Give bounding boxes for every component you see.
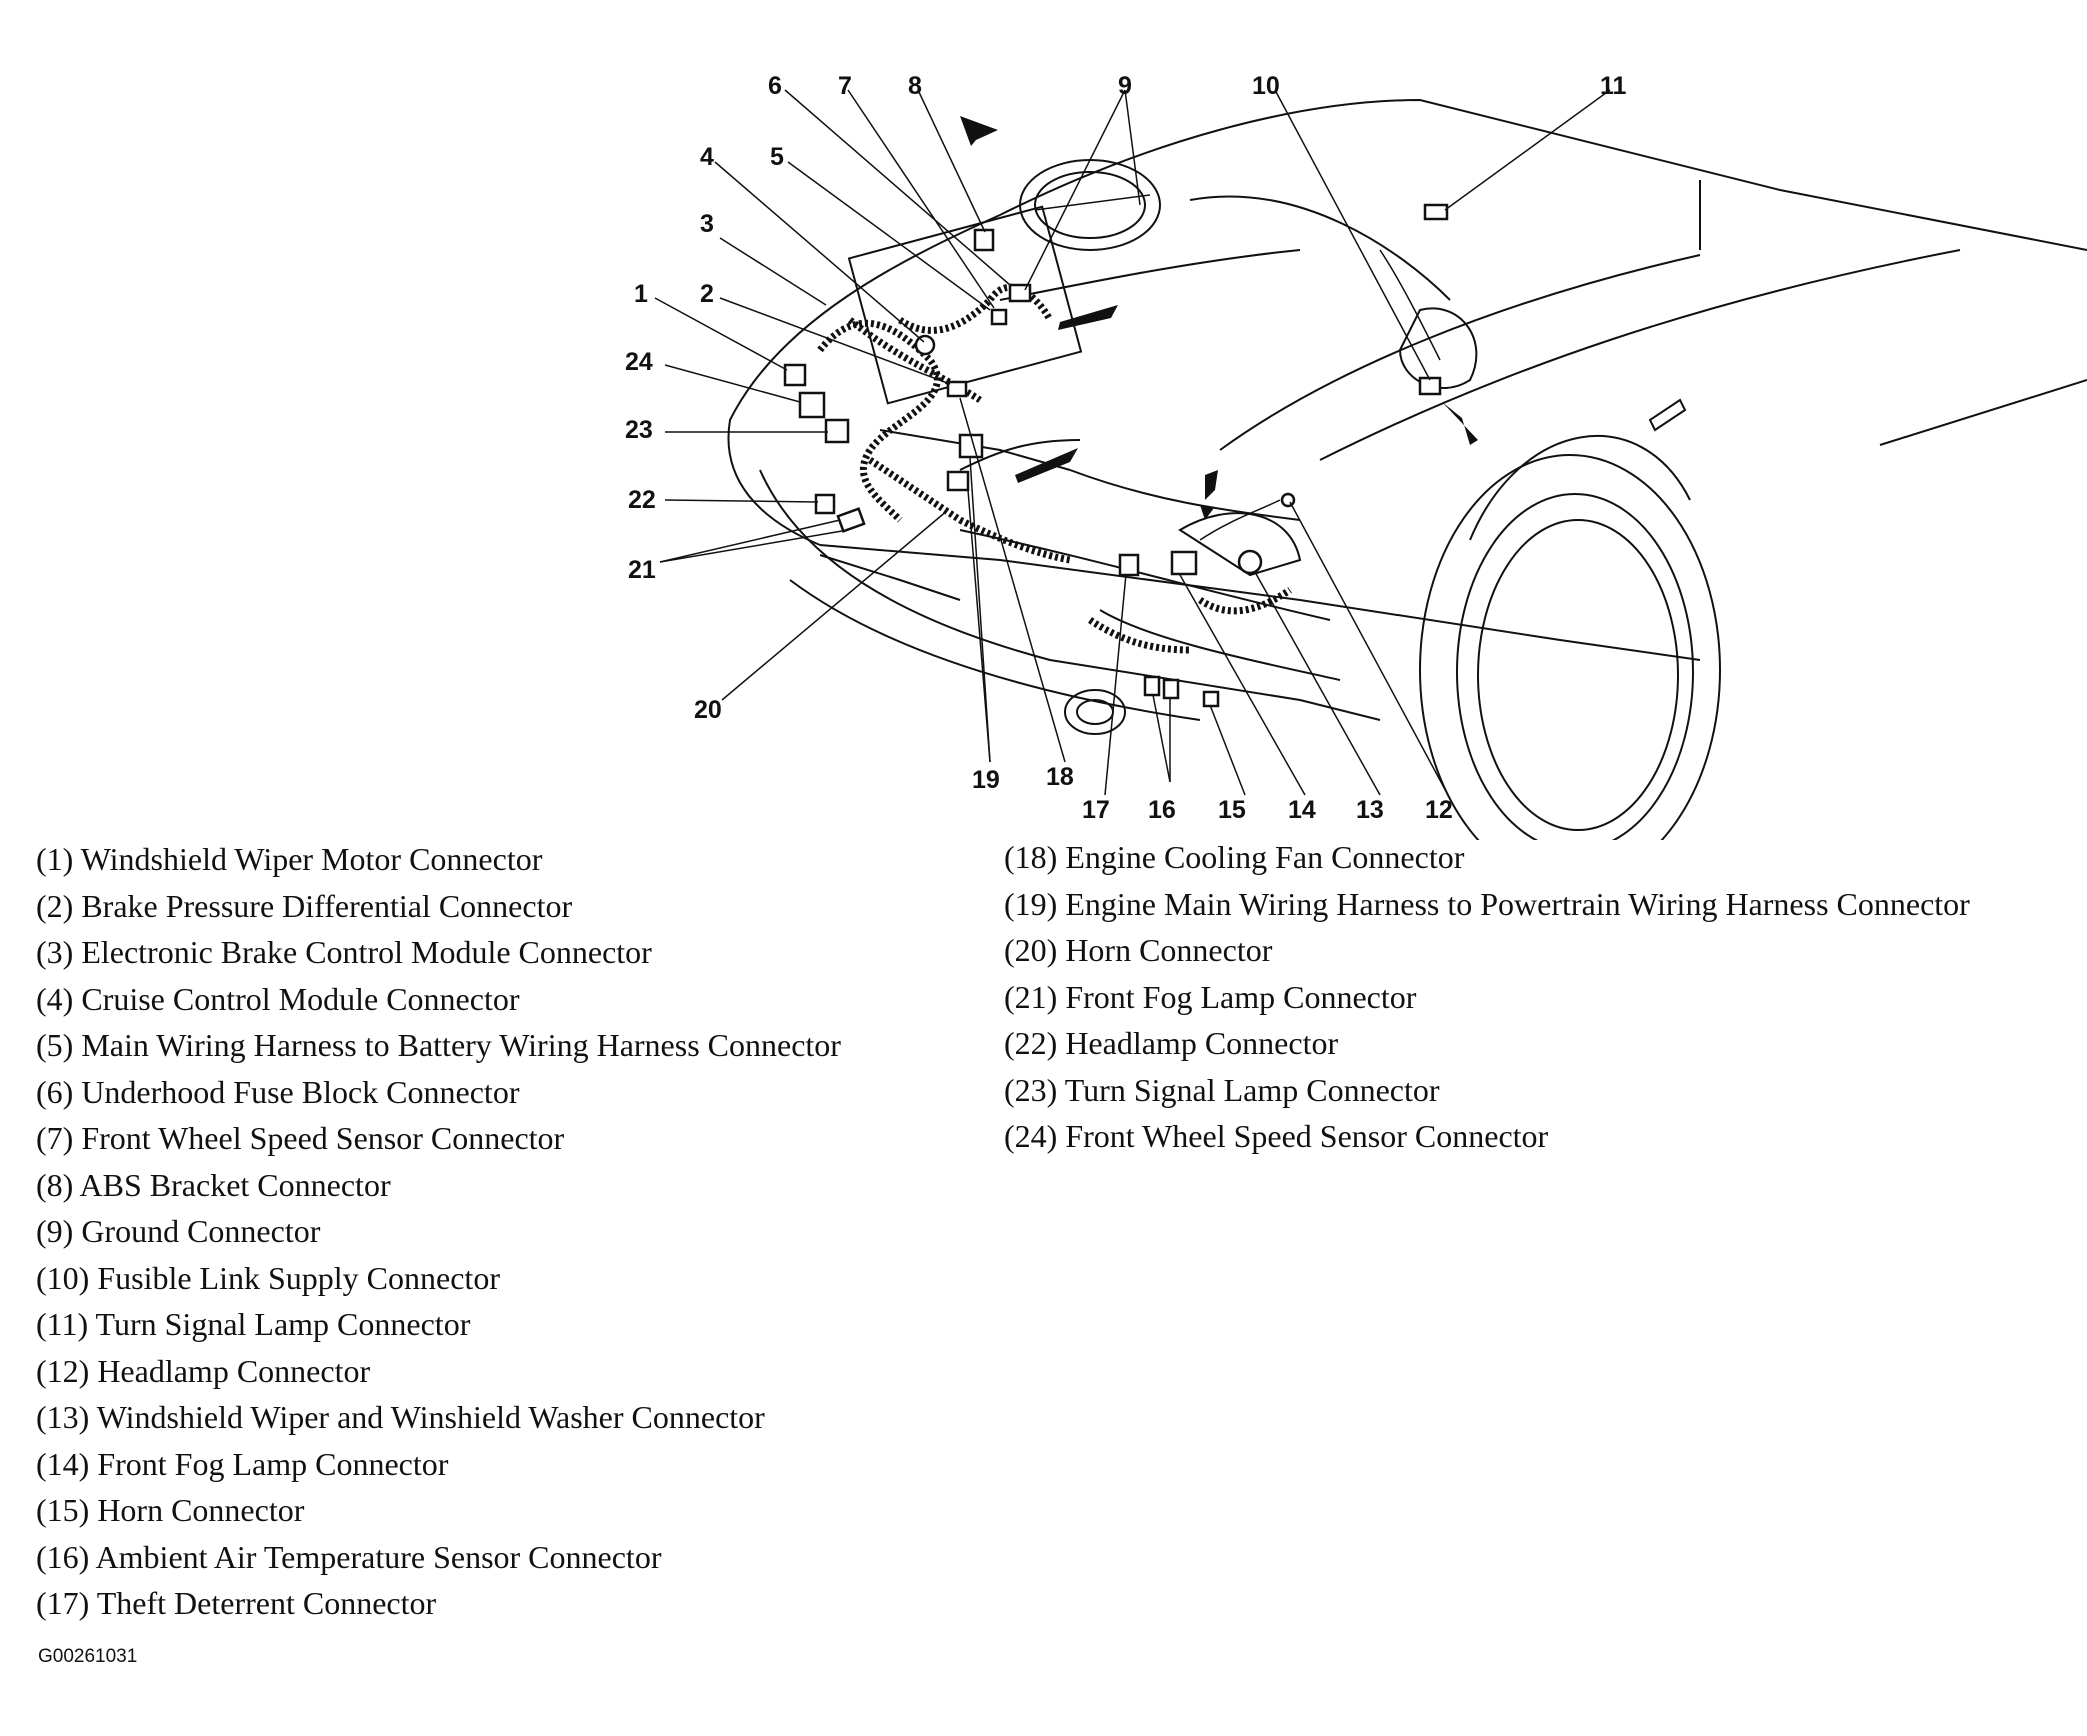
callout-1: 1 [634, 280, 648, 308]
legend-item-11: (11) Turn Signal Lamp Connector [36, 1306, 471, 1342]
legend-item-23: (23) Turn Signal Lamp Connector [1004, 1071, 1440, 1108]
callout-23: 23 [625, 416, 653, 444]
legend-right-column: (18) Engine Cooling Fan Connector (19) E… [1004, 834, 1970, 1160]
direction-arrows [960, 116, 1478, 520]
legend-item-13: (13) Windshield Wiper and Winshield Wash… [36, 1399, 765, 1435]
legend-item-20: (20) Horn Connector [1004, 932, 1273, 968]
legend-item-17: (17) Theft Deterrent Connector [36, 1585, 437, 1621]
legend-item-22: (22) Headlamp Connector [1004, 1025, 1339, 1061]
legend-item-1: (1) Windshield Wiper Motor Connector [36, 841, 543, 877]
engine-compartment-diagram: 1 2 3 4 5 6 7 8 9 10 11 12 13 14 15 16 1… [625, 72, 2087, 840]
legend-item-8: (8) ABS Bracket Connector [36, 1166, 391, 1203]
callout-11: 11 [1600, 72, 1627, 100]
callout-12: 12 [1425, 796, 1453, 824]
callout-9: 9 [1118, 72, 1132, 100]
callout-22: 22 [628, 486, 656, 514]
legend-item-9: (9) Ground Connector [36, 1213, 321, 1249]
legend-item-5: (5) Main Wiring Harness to Battery Wirin… [36, 1027, 841, 1063]
callout-2: 2 [700, 280, 714, 308]
callout-14: 14 [1288, 796, 1316, 824]
callout-10: 10 [1252, 72, 1280, 100]
legend-item-15: (15) Horn Connector [36, 1492, 305, 1528]
legend-item-6: (6) Underhood Fuse Block Connector [36, 1073, 520, 1110]
legend-left-column: (1) Windshield Wiper Motor Connector (2)… [36, 836, 841, 1627]
connector-shapes [783, 203, 1449, 708]
callout-20: 20 [694, 696, 722, 724]
underhood-fuse-block [847, 159, 1161, 405]
legend-item-18: (18) Engine Cooling Fan Connector [1004, 839, 1465, 875]
legend-item-21: (21) Front Fog Lamp Connector [1004, 978, 1417, 1015]
legend-item-3: (3) Electronic Brake Control Module Conn… [36, 934, 652, 970]
callout-24: 24 [625, 348, 653, 376]
callout-19: 19 [972, 766, 1000, 794]
callout-16: 16 [1148, 796, 1176, 824]
legend-item-14: (14) Front Fog Lamp Connector [36, 1445, 449, 1482]
callout-3: 3 [700, 210, 714, 238]
figure-id: G00261031 [38, 1646, 138, 1667]
callout-17: 17 [1082, 796, 1110, 824]
callout-15: 15 [1218, 796, 1246, 824]
callout-21: 21 [628, 556, 656, 584]
legend-item-7: (7) Front Wheel Speed Sensor Connector [36, 1120, 565, 1156]
wiring-harness [817, 249, 1441, 654]
legend-item-24: (24) Front Wheel Speed Sensor Connector [1004, 1118, 1549, 1154]
callout-labels: 1 2 3 4 5 6 7 8 9 10 11 12 13 14 15 16 1… [625, 72, 1627, 824]
legend-item-12: (12) Headlamp Connector [36, 1352, 371, 1389]
bumper-details [819, 307, 1687, 735]
front-wheel [1419, 435, 1721, 840]
callout-4: 4 [700, 143, 714, 171]
callout-8: 8 [908, 72, 922, 100]
callout-18: 18 [1046, 763, 1074, 791]
callout-5: 5 [770, 143, 784, 171]
legend-item-19: (19) Engine Main Wiring Harness to Power… [1004, 885, 1970, 922]
legend-item-4: (4) Cruise Control Module Connector [36, 980, 520, 1017]
callout-6: 6 [768, 72, 782, 100]
car-body-outline [727, 98, 2087, 721]
legend-item-16: (16) Ambient Air Temperature Sensor Conn… [36, 1538, 662, 1575]
callout-13: 13 [1356, 796, 1384, 824]
legend-item-10: (10) Fusible Link Supply Connector [36, 1259, 500, 1296]
legend-item-2: (2) Brake Pressure Differential Connecto… [36, 887, 573, 924]
callout-7: 7 [838, 72, 852, 100]
leader-lines [654, 89, 1611, 796]
